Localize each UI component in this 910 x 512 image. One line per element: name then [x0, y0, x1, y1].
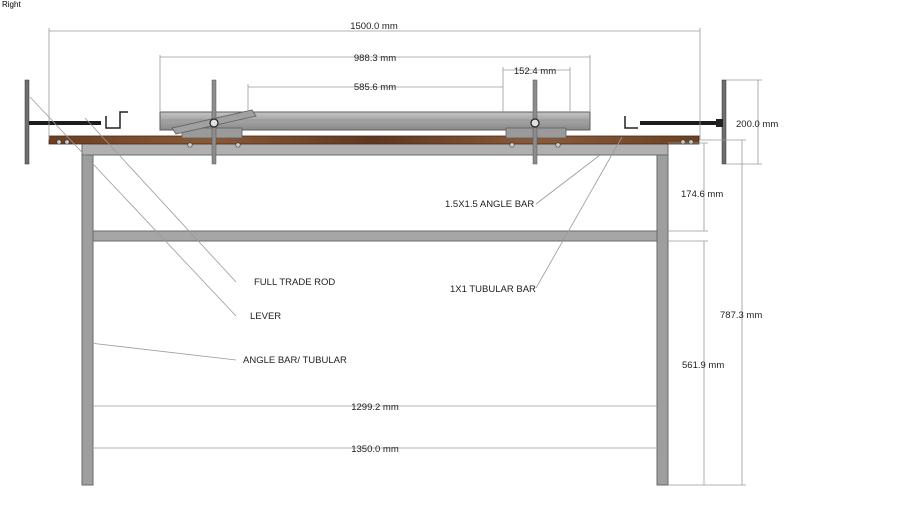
left-pivot	[209, 118, 219, 128]
label-angle-tubular: ANGLE BAR/ TUBULAR	[243, 355, 347, 366]
left-plate	[24, 79, 30, 165]
upper-frame	[159, 79, 591, 165]
top-beam	[159, 111, 591, 131]
right-bracket	[624, 116, 638, 129]
leader-lines	[29, 96, 623, 361]
dim-leg-height: 561.9 mm	[682, 360, 724, 371]
left-rod	[29, 121, 101, 125]
label-lever: LEVER	[250, 311, 281, 322]
left-leg	[81, 144, 94, 486]
right-pivot	[530, 118, 540, 128]
label-angle-bar: 1.5X1.5 ANGLE BAR	[445, 199, 534, 210]
dim-upper-spacing: 174.6 mm	[681, 189, 723, 200]
right-leg	[656, 144, 669, 486]
view-label: Right	[2, 0, 21, 9]
dim-inner-table-width: 1299.2 mm	[351, 402, 399, 413]
dim-overall-width: 1500.0 mm	[350, 21, 398, 32]
dimension-lines	[48, 28, 762, 486]
cross-rail	[92, 230, 658, 242]
left-bracket	[105, 111, 128, 129]
dim-total-height: 787.3 mm	[720, 310, 762, 321]
dim-top-frame-width: 988.3 mm	[354, 53, 396, 64]
callout-labels: 1.5X1.5 ANGLE BAR 1X1 TUBULAR BAR FULL T…	[243, 199, 536, 366]
label-trade-rod: FULL TRADE ROD	[254, 277, 335, 288]
dimension-text: 1500.0 mm 988.3 mm 585.6 mm 152.4 mm 200…	[350, 21, 778, 455]
top-rail	[81, 142, 669, 156]
table-frame	[81, 142, 669, 486]
dim-plate-height: 200.0 mm	[736, 119, 778, 130]
dim-outer-table-width: 1350.0 mm	[351, 444, 399, 455]
dim-inner-span: 585.6 mm	[354, 82, 396, 93]
label-tubular-bar: 1X1 TUBULAR BAR	[450, 284, 536, 295]
right-rod	[640, 121, 722, 125]
wood-plank	[48, 135, 700, 145]
dim-small-gap: 152.4 mm	[514, 66, 556, 77]
